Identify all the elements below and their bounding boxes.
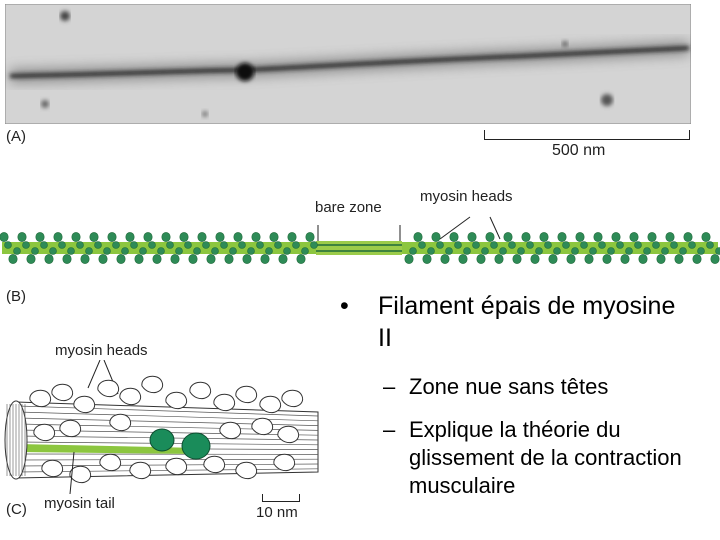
dash-glyph: – (383, 374, 396, 399)
sub-bullet-1-text: Zone nue sans têtes (409, 374, 609, 399)
scale-bar-500nm (484, 130, 690, 140)
dash-glyph: – (383, 417, 396, 442)
myosin-heads-label-b: myosin heads (420, 188, 513, 205)
sub-bullet-2-text: Explique la théorie du glissement de la … (409, 417, 682, 498)
scale-bar-10nm (262, 494, 300, 502)
panel-a-label: (A) (6, 128, 26, 145)
panel-c-label: (C) (6, 501, 27, 518)
bullet-main-text: Filament épais de myosine II (378, 292, 676, 352)
myosin-tail-label: myosin tail (44, 495, 115, 512)
thick-filament-diagram (0, 216, 720, 264)
electron-micrograph (5, 4, 691, 124)
scale-bar-500nm-label: 500 nm (552, 142, 606, 159)
bare-zone-label: bare zone (315, 199, 382, 216)
scale-bar-10nm-label: 10 nm (256, 504, 298, 521)
filament-rod-diagram (4, 360, 319, 495)
myosin-heads-label-c: myosin heads (55, 342, 148, 359)
panel-b-label: (B) (6, 288, 26, 305)
bullet-glyph: • (340, 292, 349, 320)
